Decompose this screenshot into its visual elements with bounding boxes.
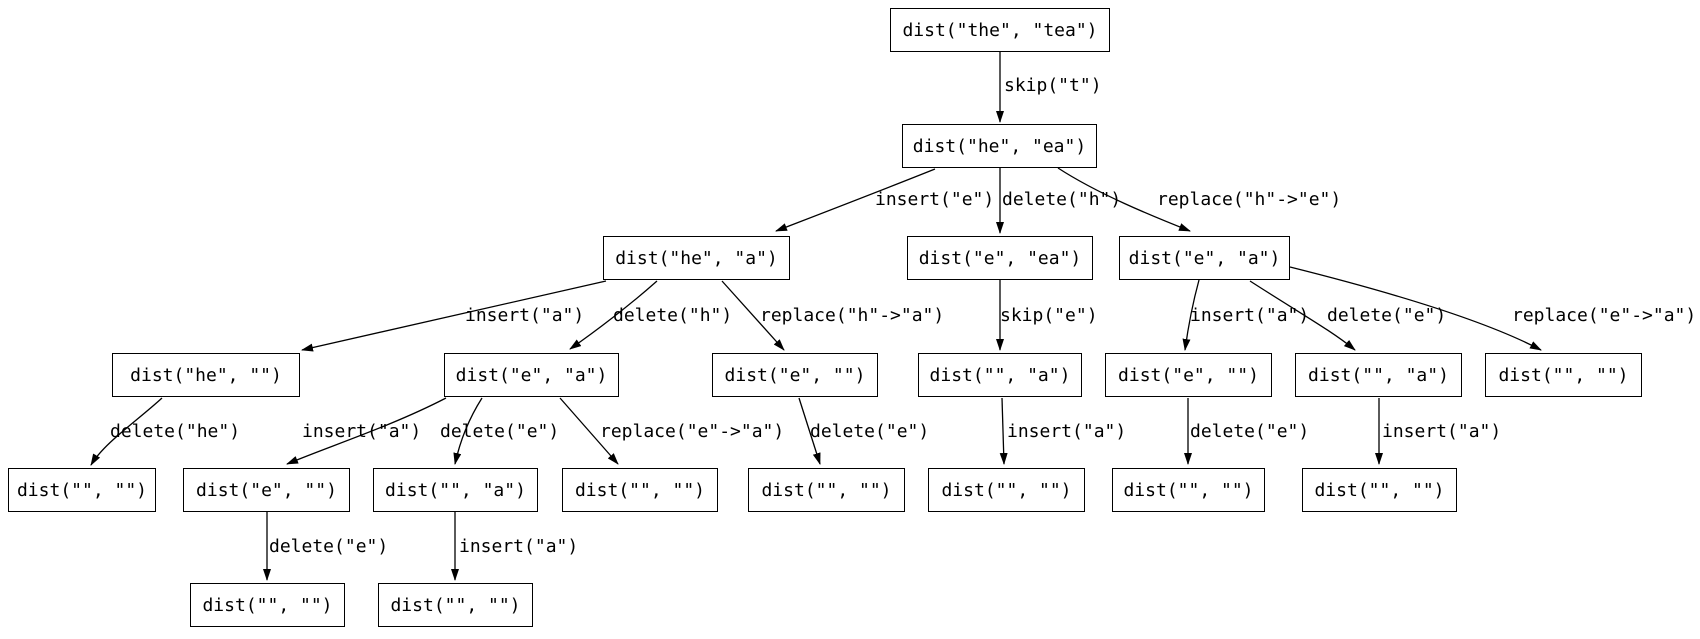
tree-node: dist("e", "ea") [907, 236, 1093, 280]
tree-node: dist("", "") [1302, 468, 1457, 512]
edge-arrow [1057, 167, 1191, 232]
tree-node: dist("", "") [190, 583, 345, 627]
edge-label: delete("e") [269, 536, 389, 557]
edge-arrow [569, 280, 658, 350]
edge-label: insert("e") [875, 189, 995, 210]
edge-label: insert("a") [1190, 305, 1310, 326]
tree-node: dist("", "a") [918, 353, 1082, 397]
edge-label: delete("h") [613, 305, 733, 326]
edge-arrow [1289, 266, 1542, 351]
edge-label: delete("h") [1002, 189, 1122, 210]
edge-arrow [90, 397, 163, 466]
tree-node: dist("he", "a") [603, 236, 790, 280]
tree-node: dist("", "") [562, 468, 718, 512]
edge-arrow [559, 397, 619, 465]
tree-node: dist("", "") [1112, 468, 1265, 512]
tree-node: dist("", "") [1485, 353, 1642, 397]
tree-node: dist("", "") [378, 583, 533, 627]
edge-arrow [999, 397, 1008, 465]
edge-label: insert("a") [465, 305, 585, 326]
edge-arrow [1249, 280, 1356, 351]
edge-label: delete("e") [1190, 421, 1310, 442]
tree-node: dist("e", "a") [444, 353, 619, 397]
edge-label: insert("a") [1382, 421, 1502, 442]
edge-arrow [453, 397, 483, 465]
edge-label: replace("e"->"a") [1512, 305, 1697, 326]
edge-label: delete("e") [810, 421, 930, 442]
tree-node: dist("he", "") [112, 353, 300, 397]
tree-node: dist("e", "") [183, 468, 350, 512]
tree-node: dist("the", "tea") [890, 8, 1110, 52]
edge-label: replace("h"->"e") [1157, 189, 1342, 210]
edge-label: replace("e"->"a") [600, 421, 785, 442]
tree-node: dist("", "") [748, 468, 905, 512]
tree-node: dist("", "a") [373, 468, 538, 512]
edge-label: skip("t") [1004, 75, 1102, 96]
edge-label: insert("a") [459, 536, 579, 557]
edge-label: insert("a") [1007, 421, 1127, 442]
edge-label: delete("e") [1327, 305, 1447, 326]
edge-label: skip("e") [1000, 305, 1098, 326]
tree-node: dist("e", "") [712, 353, 878, 397]
edge-label: replace("h"->"a") [760, 305, 945, 326]
tree-node: dist("", "a") [1295, 353, 1462, 397]
edge-arrow [775, 168, 936, 232]
edge-label: delete("e") [440, 421, 560, 442]
edge-label: delete("he") [110, 421, 241, 442]
tree-node: dist("e", "") [1105, 353, 1272, 397]
edge-arrow [1182, 279, 1200, 351]
tree-node: dist("", "") [928, 468, 1085, 512]
edge-arrow [721, 280, 785, 351]
tree-node: dist("e", "a") [1119, 236, 1290, 280]
edge-arrow [798, 397, 821, 465]
tree-node: dist("he", "ea") [902, 124, 1097, 168]
edge-label: insert("a") [302, 421, 422, 442]
edge-arrow [301, 280, 607, 352]
tree-node: dist("", "") [8, 468, 156, 512]
edge-arrow [286, 397, 447, 465]
